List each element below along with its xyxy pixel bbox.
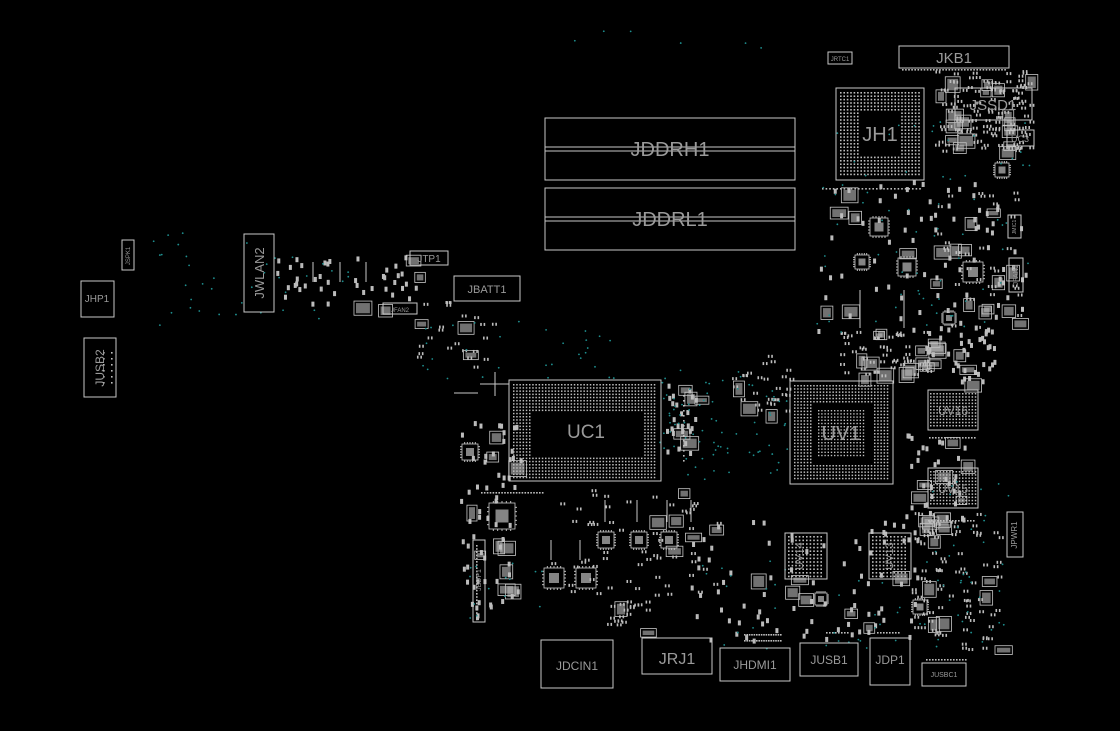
label-jfan1: JFAN1 xyxy=(1013,264,1020,285)
uv16-outline[interactable] xyxy=(927,389,979,431)
label-jusbc1: JUSBC1 xyxy=(931,672,958,679)
jssd1-outline[interactable] xyxy=(954,87,1033,121)
uc1-outline[interactable] xyxy=(508,379,662,482)
label-jbatt1: JBATT1 xyxy=(468,284,507,296)
vias xyxy=(152,30,1031,650)
jfan1-outline[interactable] xyxy=(1008,257,1024,293)
jddrh1-outline[interactable] xyxy=(544,117,796,181)
jfan2-outline[interactable] xyxy=(382,302,418,315)
uv13-outline[interactable] xyxy=(868,532,912,580)
bga-pad-arrays xyxy=(513,92,977,578)
label-jddrl1: JDDRL1 xyxy=(632,209,708,231)
jddrl1-outline[interactable] xyxy=(544,187,796,251)
label-jssd1: JSSD1 xyxy=(970,97,1017,114)
label-jhp1: JHP1 xyxy=(85,294,110,305)
uv15-outline[interactable] xyxy=(927,467,979,509)
label-jdp1: JDP1 xyxy=(875,653,905,667)
jrtc1-outline[interactable] xyxy=(827,51,853,65)
label-jusb2: JUSB2 xyxy=(93,349,107,387)
jh1-outline[interactable] xyxy=(835,87,925,181)
label-uc1: UC1 xyxy=(567,422,605,443)
label-jpwr1: JPWR1 xyxy=(1010,521,1019,549)
uv1-outline[interactable] xyxy=(789,380,894,485)
jusb2-outline[interactable] xyxy=(83,337,117,398)
label-uv13: UV13 xyxy=(884,542,896,570)
jbatt1-outline[interactable] xyxy=(453,275,521,302)
label-jusb1: JUSB1 xyxy=(810,653,848,667)
uv14-outline[interactable] xyxy=(784,532,828,580)
jhp1-outline[interactable] xyxy=(80,280,115,318)
jwlan2-outline[interactable] xyxy=(243,233,275,313)
label-jhdmi1: JHDMI1 xyxy=(733,658,777,672)
jhdmi1-outline[interactable] xyxy=(719,647,791,682)
label-jkb1: JKB1 xyxy=(936,50,972,67)
jdp1-outline[interactable] xyxy=(869,637,911,686)
label-jdcin1: JDCIN1 xyxy=(556,659,598,673)
label-jrtc1: JRTC1 xyxy=(831,57,850,63)
label-uv14: UV14 xyxy=(794,542,806,570)
label-jh1: JH1 xyxy=(862,124,898,146)
label-jfan2: JFAN2 xyxy=(391,308,410,314)
jspk1-outline[interactable] xyxy=(121,239,135,271)
label-uc3: UC3 xyxy=(1011,134,1029,144)
label-jspk1: JSPK1 xyxy=(126,246,132,265)
jpwr1-outline[interactable] xyxy=(1006,511,1024,558)
jusb1-outline[interactable] xyxy=(799,642,859,677)
jkb1-outline[interactable] xyxy=(898,45,1010,69)
label-jedp1: JEDP1 xyxy=(476,569,483,591)
label-uv15: UV15 xyxy=(938,482,968,496)
label-uv1: UV1 xyxy=(822,423,861,445)
label-uv16: UV16 xyxy=(938,404,968,418)
label-jddrh1: JDDRH1 xyxy=(631,139,710,161)
uc3-outline[interactable] xyxy=(1006,129,1035,147)
jtp1-outline[interactable] xyxy=(409,250,449,266)
smd-components xyxy=(103,69,1039,661)
jdcin1-outline[interactable] xyxy=(540,639,614,689)
jusbc1-outline[interactable] xyxy=(921,662,967,687)
jmic1-outline[interactable] xyxy=(1007,214,1022,239)
jrj1-outline[interactable] xyxy=(641,637,713,675)
label-jtp1: JTP1 xyxy=(417,254,441,265)
jedp1-outline[interactable] xyxy=(472,539,486,623)
label-jrj1: JRJ1 xyxy=(659,651,696,668)
label-jwlan2: JWLAN2 xyxy=(252,247,267,298)
label-jmic1: JMIC1 xyxy=(1012,220,1018,235)
